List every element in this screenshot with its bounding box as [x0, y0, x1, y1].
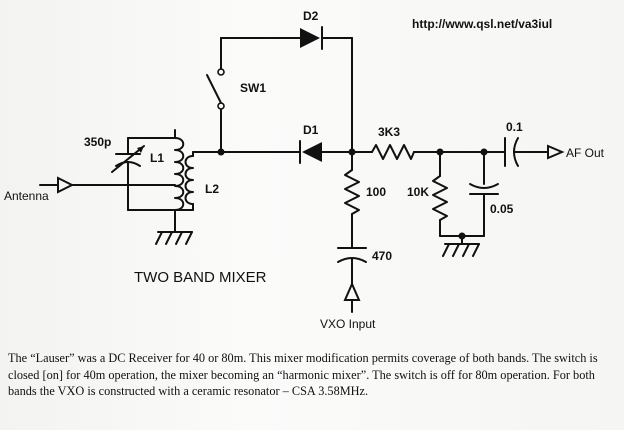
capacitor-005 — [469, 151, 499, 237]
antenna-label: Antenna — [4, 189, 49, 203]
resistor-3k3 — [351, 144, 506, 160]
diagram-title: TWO BAND MIXER — [134, 269, 267, 286]
l2-label: L2 — [205, 182, 219, 196]
variable-capacitor-350p — [111, 137, 176, 211]
c01-label: 0.1 — [506, 120, 523, 134]
r3k3-label: 3K3 — [378, 125, 400, 139]
inductor-l1 — [174, 129, 185, 227]
caption-paragraph: The “Lauser” was a DC Receiver for 40 or… — [8, 351, 598, 398]
switch-sw1 — [206, 37, 225, 153]
vxo-input-label: VXO Input — [320, 317, 376, 331]
l1-label: L1 — [150, 151, 164, 165]
r10k-label: 10K — [407, 185, 429, 199]
resistor-100 — [344, 151, 360, 249]
c470-label: 470 — [372, 249, 392, 263]
cap-350p-label: 350p — [84, 135, 111, 149]
capacitor-01 — [504, 137, 531, 167]
diode-d1 — [299, 140, 353, 164]
two-band-mixer-schematic: http://www.qsl.net/va3iul Antenna 350p L… — [4, 9, 605, 331]
af-out-arrow — [529, 144, 565, 160]
d2-label: D2 — [303, 9, 319, 23]
d1-label: D1 — [303, 123, 319, 137]
af-out-label: AF Out — [566, 146, 605, 160]
url-text: http://www.qsl.net/va3iul — [412, 17, 552, 31]
r100-label: 100 — [366, 185, 386, 199]
antenna-arrow — [39, 176, 176, 194]
vxo-input-arrow — [343, 281, 361, 313]
capacitor-470 — [337, 247, 367, 285]
c005-label: 0.05 — [490, 202, 514, 216]
ground-symbol-output — [442, 235, 480, 257]
sw1-label: SW1 — [240, 81, 266, 95]
diode-d2 — [220, 26, 353, 153]
ground-symbol-tank — [155, 225, 193, 245]
